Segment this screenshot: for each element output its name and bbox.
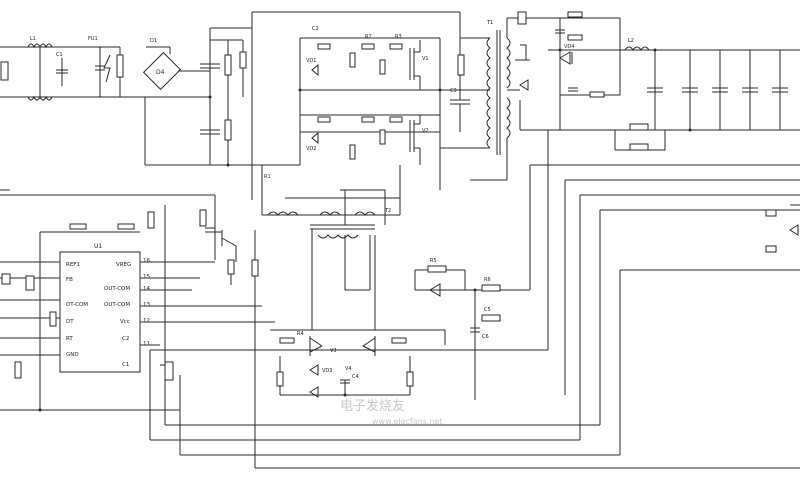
- cap-c6-label: C6: [482, 334, 489, 340]
- res-r4-label: R4: [297, 331, 304, 337]
- transformer-t1-label: T1: [486, 20, 493, 26]
- diode-vd3-label: VD3: [322, 368, 332, 374]
- res-r5-label: R5: [430, 258, 437, 264]
- ic-pinno-13: 13: [143, 302, 150, 308]
- ic-pin-left-6: GND: [66, 352, 79, 358]
- driver-q1-label: V3: [330, 348, 337, 354]
- ic-pinno-11: 11: [143, 341, 150, 347]
- ic-u1-label: U1: [94, 243, 102, 250]
- ic-pin-left-3: DT-COM: [66, 302, 88, 308]
- ic-pinno-16: 16: [143, 258, 150, 264]
- driver-stage: V3 V4 VD3 C4: [205, 227, 446, 398]
- cap-c3-label: C3: [450, 88, 457, 94]
- input-section: L1 C1 FU1: [0, 36, 146, 101]
- ic-pin-right-6: C1: [122, 362, 129, 368]
- main-transformer: T1: [440, 18, 520, 181]
- watermark-main: 电子发烧友: [340, 398, 405, 414]
- res-r6-label: R6: [484, 277, 491, 283]
- bulk-capacitors: [144, 27, 300, 166]
- watermark-sub: www.elecfans.net: [372, 417, 443, 426]
- junction-dots: [38, 48, 692, 412]
- transformer-t2-label: T2: [384, 208, 391, 214]
- ic-pinno-15: 15: [143, 274, 150, 280]
- bridge-label: D1: [150, 38, 157, 44]
- res-r3-label: R3: [395, 34, 402, 40]
- cap-c5-label: C5: [484, 307, 491, 313]
- ic-pinno-12: 12: [143, 318, 150, 324]
- cap-c4-label: C4: [352, 374, 359, 380]
- output-rectifier: VD4 L2: [507, 11, 800, 151]
- ic-pin-right-2: OUT-COM: [104, 286, 130, 292]
- res-r1-label: R1: [264, 174, 271, 180]
- watermark: 电子发烧友 www.elecfans.net: [340, 398, 443, 426]
- ic-pin-right-4: Vcc: [120, 319, 130, 325]
- ic-pin-left-4: DT: [66, 319, 74, 325]
- half-bridge: V1 V2 VD1 VD2: [251, 11, 490, 200]
- ic-pin-right-3: OUT-COM: [104, 302, 130, 308]
- output-choke-label: L2: [628, 38, 634, 44]
- ic-pin-right-5: C2: [122, 336, 129, 342]
- diode-vd2-label: VD2: [306, 146, 316, 152]
- mosfet-upper-label: V1: [422, 56, 429, 62]
- ic-pin-right-1: VREG: [116, 262, 131, 268]
- res-r2-label: R2: [365, 34, 372, 40]
- bridge-symbol-label: D4: [156, 69, 165, 76]
- cap-c2-label: C2: [312, 26, 319, 32]
- return-lines: [254, 179, 800, 469]
- fuse-label: FU1: [88, 36, 98, 42]
- ic-pinno-14: 14: [143, 286, 150, 292]
- feedback-network: R5 R6 C5 C6: [150, 130, 800, 400]
- input-cap-label: C1: [56, 52, 63, 58]
- ic-pin-left-5: RT: [66, 336, 73, 342]
- diode-vd1-label: VD1: [306, 58, 316, 64]
- ic-pin-left-1: REF1: [66, 262, 80, 268]
- pwm-controller: U1 REF1 FB DT-COM DT RT GND VREG OUT-COM…: [0, 189, 620, 456]
- output-diode-label: VD4: [564, 44, 574, 50]
- ic-pin-left-2: FB: [66, 277, 73, 283]
- driver-q2-label: V4: [345, 366, 352, 372]
- mosfet-lower-label: V2: [422, 128, 429, 134]
- drive-transformer: T2: [261, 165, 401, 330]
- bridge-rectifier: D4 D1: [142, 38, 210, 98]
- component-captions: R1 C2 C3 R2 R3 R4: [264, 26, 457, 337]
- input-inductor-label: L1: [30, 36, 36, 42]
